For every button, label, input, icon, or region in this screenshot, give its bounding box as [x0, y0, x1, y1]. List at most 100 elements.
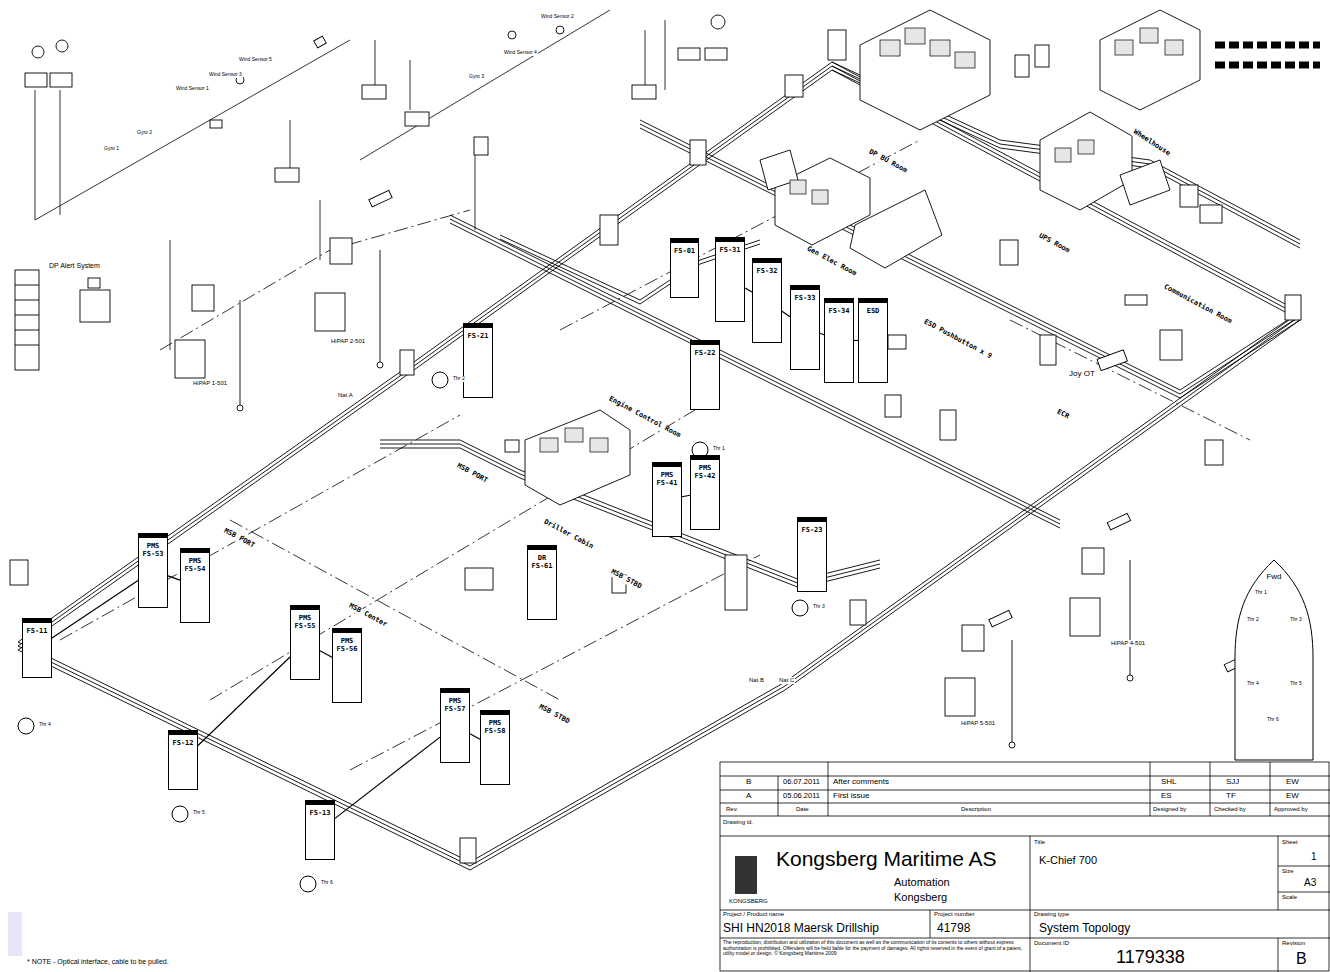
- node-text: FS-22: [694, 349, 715, 357]
- drawing-polyline: [230, 520, 560, 700]
- title-block-cell: After comments: [832, 778, 890, 787]
- title-block-cell: Checked by: [1213, 806, 1247, 813]
- drawing-rect: [1200, 205, 1222, 223]
- drawing-line: [778, 776, 779, 816]
- node-text: FS-23: [801, 526, 822, 534]
- drawing-line: [15, 345, 39, 346]
- network-cable: [745, 288, 752, 292]
- equipment-label: HiPAP 5-501: [960, 720, 996, 727]
- pms-cabinet: PMSFS-41: [652, 462, 682, 537]
- title-block-cell: A3: [1303, 877, 1317, 888]
- drawing-line: [720, 836, 1330, 837]
- field-station-cabinet: FS-31: [715, 237, 745, 322]
- drawing-rect: [175, 340, 205, 378]
- drawing-rect: [10, 560, 28, 585]
- room-label: MSB STBD: [608, 568, 643, 592]
- drawing-rect: [1040, 335, 1056, 365]
- network-cable: [470, 734, 480, 740]
- logo-text: KONGSBERG: [728, 898, 769, 905]
- drawing-line: [375, 40, 376, 90]
- copyright-text: The reproduction, distribution and utili…: [722, 940, 1024, 957]
- field-station-cabinet: FS-34: [824, 298, 854, 383]
- field-station-cabinet: FS-23: [797, 517, 827, 592]
- drawing-rect: [690, 140, 706, 165]
- drawing-circle: [236, 76, 244, 84]
- drawing-rect: [565, 428, 583, 442]
- title-block-cell: Project number: [933, 911, 976, 918]
- drawing-circle: [237, 405, 243, 411]
- drawing-rect: [1070, 598, 1100, 636]
- network-cable: [52, 581, 138, 638]
- drawing-rect: [460, 838, 476, 863]
- drawing-line: [1215, 42, 1320, 49]
- drawing-use: [450, 219, 1060, 524]
- drawing-circle: [1270, 727, 1278, 735]
- drawing-line: [290, 120, 291, 170]
- drawing-line: [1278, 938, 1279, 972]
- drawing-circle: [56, 40, 68, 52]
- drawing-line: [665, 20, 666, 90]
- node-text: FS-57: [444, 705, 465, 713]
- room-label: Driller Cabin: [541, 518, 595, 551]
- drawing-line: [15, 285, 39, 286]
- drawing-rect: [80, 290, 110, 322]
- drawing-polyline: [350, 555, 760, 770]
- title-block-cell: Designed by: [1152, 806, 1187, 813]
- network-cable: [820, 333, 824, 335]
- drawing-line: [1150, 762, 1151, 816]
- drawing-rect: [962, 625, 984, 651]
- title-block-cell: Project / Product name: [722, 911, 785, 918]
- drawing-polygon: [860, 10, 990, 130]
- title-block-cell: B: [745, 778, 752, 787]
- room-label: ESD Pushbutton x 9: [921, 318, 993, 361]
- drawing-line: [720, 776, 1330, 777]
- room-label: ECR: [1054, 408, 1071, 422]
- field-station-cabinet: FS-33: [790, 285, 820, 370]
- drawing-rect: [678, 48, 700, 60]
- company-unit: Automation: [893, 876, 951, 888]
- drawing-g: [540, 28, 1183, 452]
- network-cable: [782, 311, 790, 317]
- drawing-circle: [432, 372, 448, 388]
- node-text: PMS: [661, 471, 674, 479]
- room-label: UPS Room: [1036, 232, 1071, 256]
- equipment-label: Joy OT: [1068, 370, 1096, 379]
- node-text: FS-34: [828, 307, 849, 315]
- drawing-g: [10, 30, 1301, 863]
- thruster-cabinet: FS-11: [22, 618, 52, 678]
- drawing-rect: [705, 48, 727, 60]
- title-block-cell: 06.07.2011: [782, 778, 821, 786]
- drawing-line: [645, 30, 646, 90]
- drawing-rect: [362, 85, 386, 99]
- node-text: FS-12: [172, 739, 193, 747]
- sensor-label: Wind Sensor 5: [238, 57, 273, 63]
- drawing-rect: [15, 270, 39, 370]
- network-cable: [682, 495, 690, 496]
- title-block-cell: TF: [1225, 792, 1237, 801]
- sensor-label: Gyro 2: [136, 130, 153, 136]
- node-text: PMS: [299, 614, 312, 622]
- drawing-line: [828, 762, 829, 816]
- esd-cabinet: ESD: [858, 298, 888, 383]
- drawing-g: [18, 372, 1301, 892]
- thruster-label: Thr 1: [1254, 590, 1268, 596]
- equipment-label: HiPAP 2-501: [330, 338, 366, 345]
- drawing-polygon: [850, 190, 942, 268]
- pms-cabinet: PMSFS-57: [440, 688, 470, 763]
- drawing-line: [1278, 892, 1330, 893]
- drawing-circle: [32, 46, 44, 58]
- drawing-rect: [790, 180, 806, 194]
- drawing-use: [640, 120, 1300, 390]
- drawing-rect: [1285, 295, 1301, 320]
- node-text: FS-55: [294, 622, 315, 630]
- drawing-rect: [1180, 185, 1198, 207]
- drawing-rect: [400, 350, 414, 375]
- title-block-cell: 41798: [936, 922, 971, 935]
- drawing-rect: [1035, 45, 1049, 67]
- drawing-line: [1215, 62, 1320, 69]
- room-label: MSB PORT: [454, 462, 489, 486]
- node-text: FS-54: [184, 565, 205, 573]
- revision-letter: B: [1295, 950, 1308, 968]
- title-block-cell: Document ID: [1033, 940, 1070, 947]
